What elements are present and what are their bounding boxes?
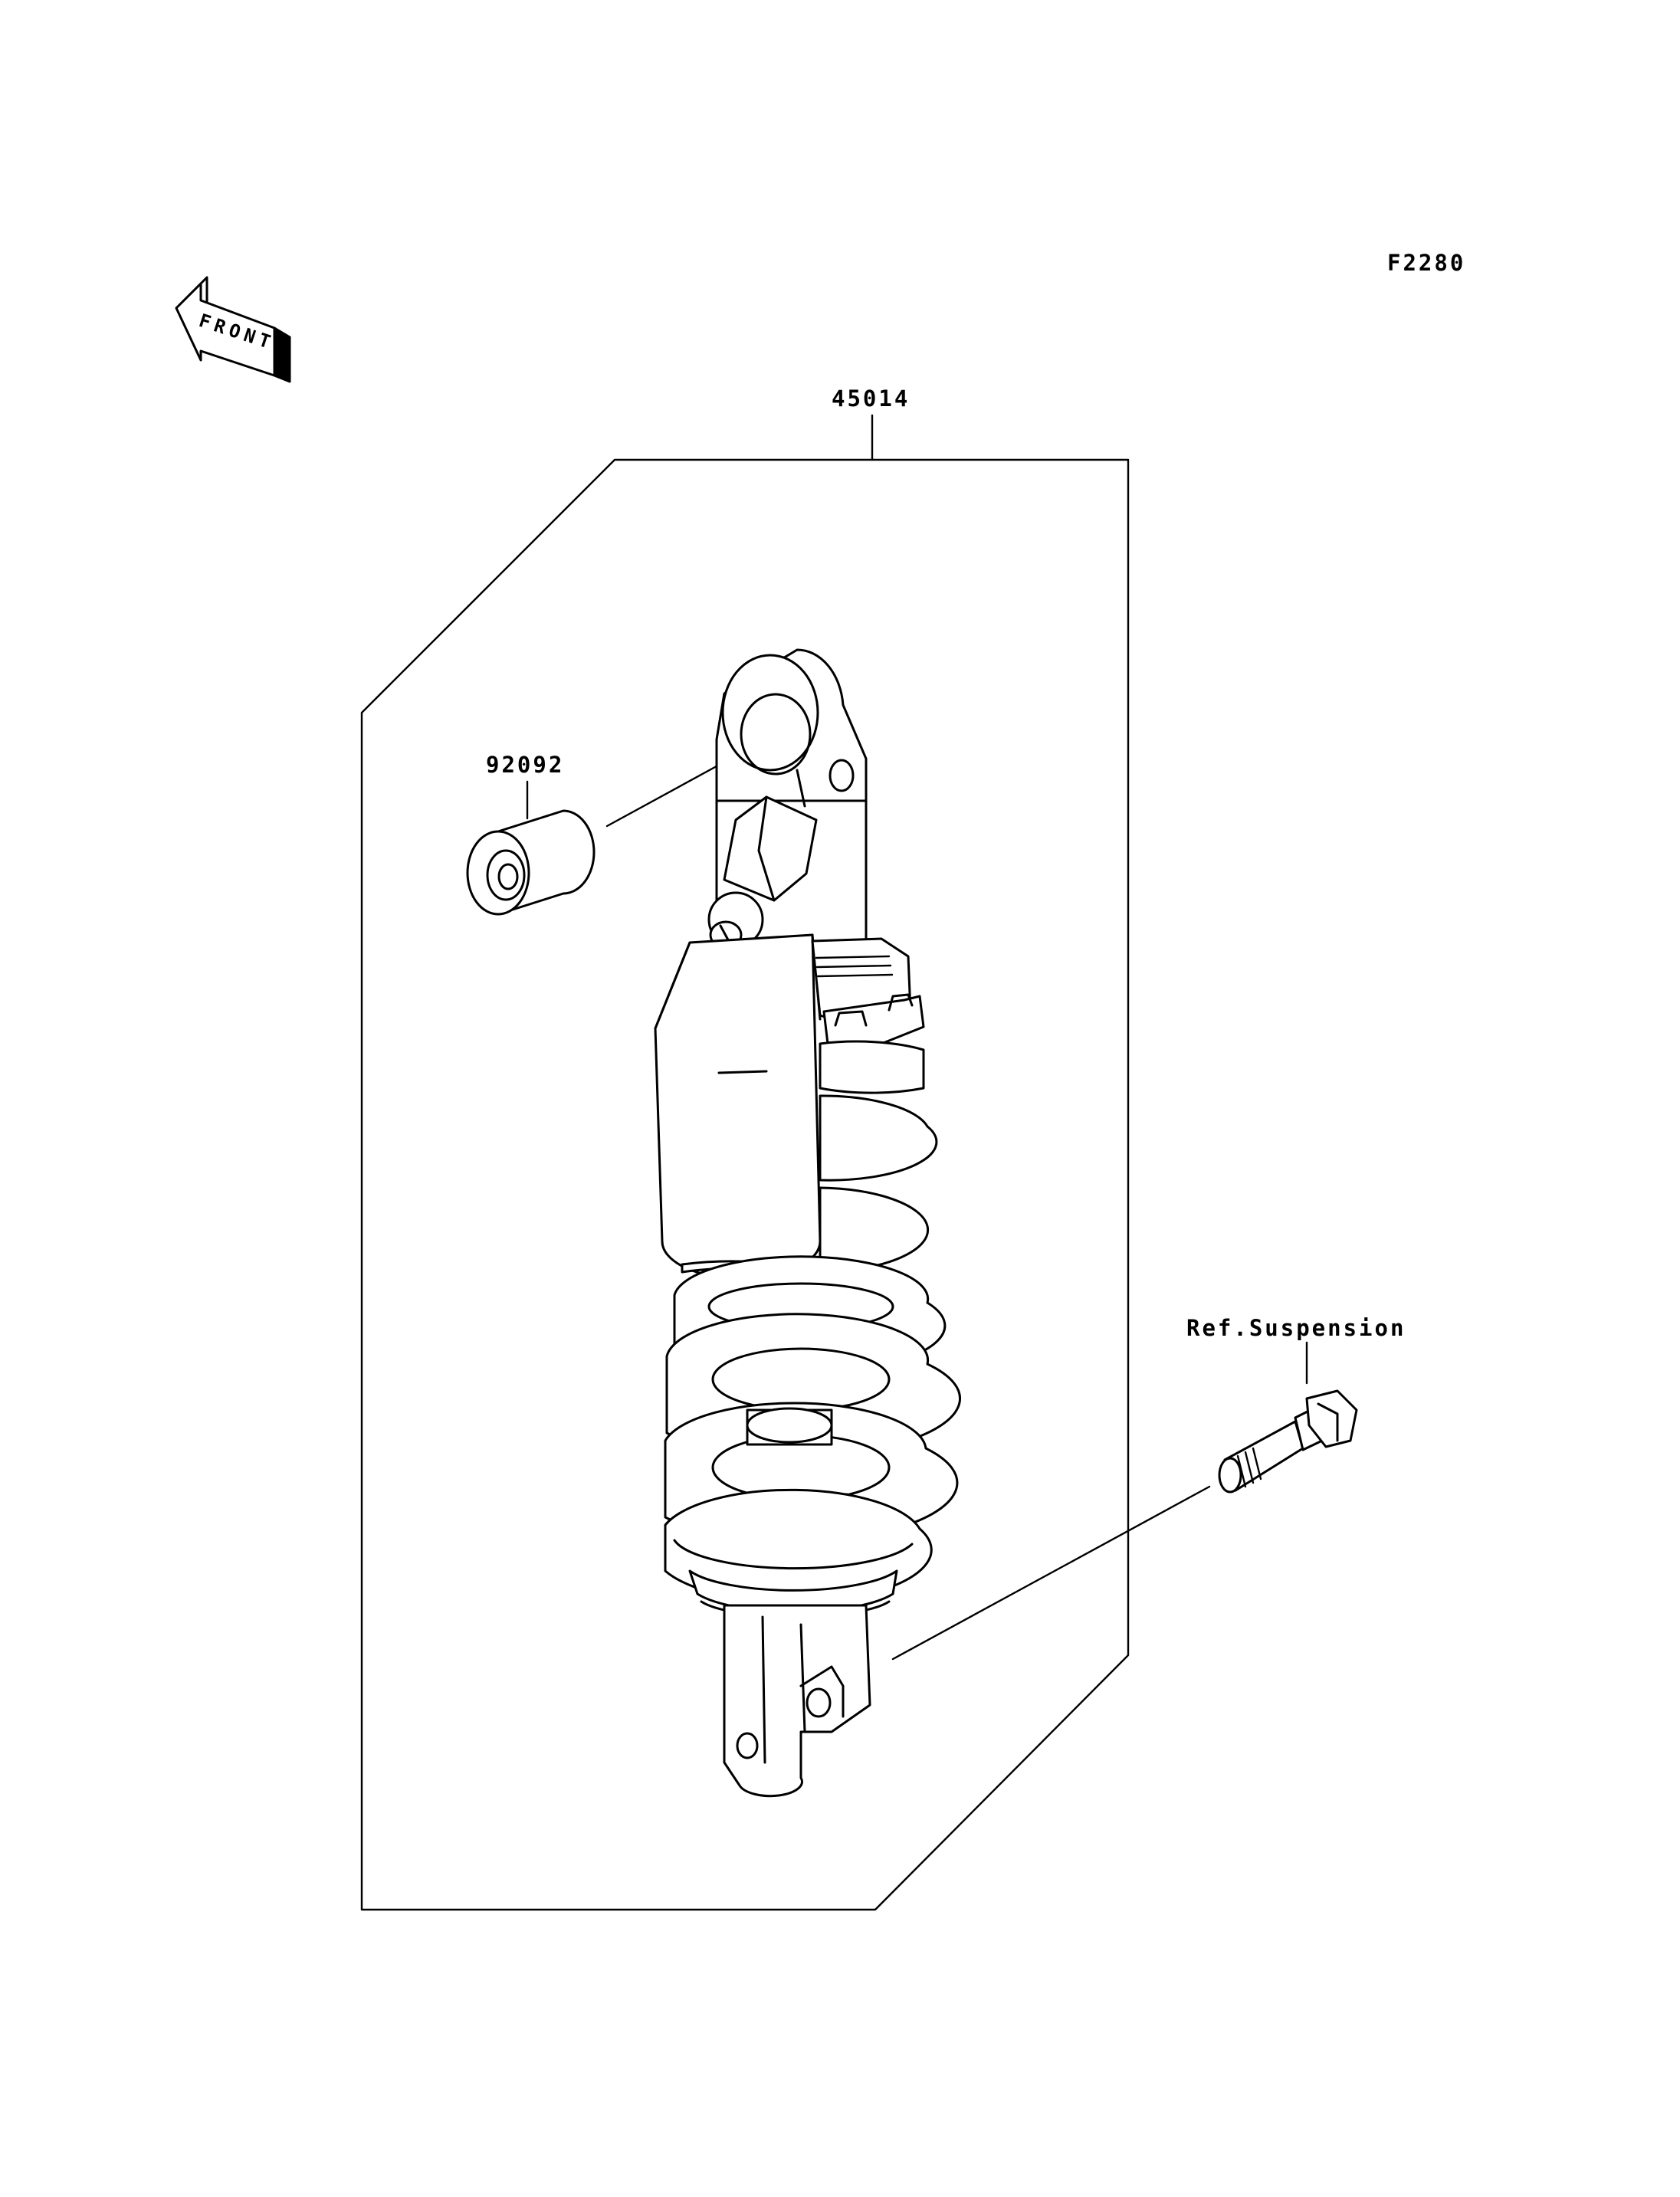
mounting-bolt [1218,1389,1358,1494]
collar-part [466,809,596,916]
assembly-bracket [360,414,1130,1911]
shock-absorber [654,648,961,1798]
callout-ref-suspension-label: Ref.Suspension [1186,1315,1406,1341]
callout-92092-label: 92092 [486,752,564,778]
bolt-leader-line [891,1485,1211,1661]
figure-id-label: F2280 [1387,250,1465,276]
callout-45014-label: 45014 [832,385,910,412]
front-arrow-icon: FRONT [175,276,291,383]
